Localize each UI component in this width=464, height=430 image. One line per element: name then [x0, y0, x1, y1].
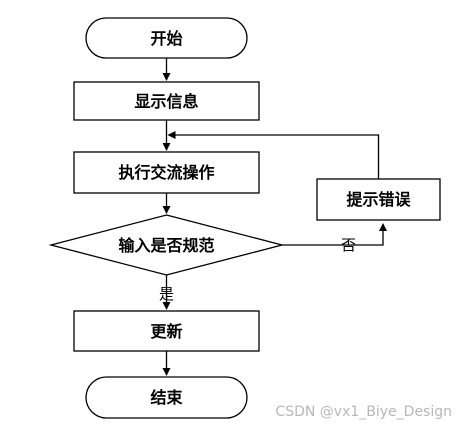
- update-label: 更新: [150, 322, 182, 341]
- edge-label-yes: 是: [159, 285, 174, 303]
- check-decision-node: 输入是否规范: [48, 214, 285, 276]
- exchange-label: 执行交流操作: [118, 163, 214, 182]
- error-node: 提示错误: [316, 178, 441, 221]
- display-info-node: 显示信息: [73, 81, 260, 121]
- update-node: 更新: [73, 310, 260, 352]
- end-node: 结束: [85, 376, 248, 419]
- watermark: CSDN @vx1_Biye_Design: [275, 404, 452, 420]
- check-label: 输入是否规范: [118, 236, 214, 255]
- start-node: 开始: [85, 17, 248, 59]
- error-label: 提示错误: [346, 190, 411, 209]
- start-label: 开始: [150, 29, 182, 48]
- display-info-label: 显示信息: [134, 92, 198, 111]
- edge-label-no: 否: [341, 236, 356, 254]
- edge-check-to-error: [282, 223, 387, 246]
- end-label: 结束: [149, 388, 183, 407]
- edge-error-to-exchange: [167, 131, 380, 179]
- exchange-node: 执行交流操作: [73, 151, 260, 194]
